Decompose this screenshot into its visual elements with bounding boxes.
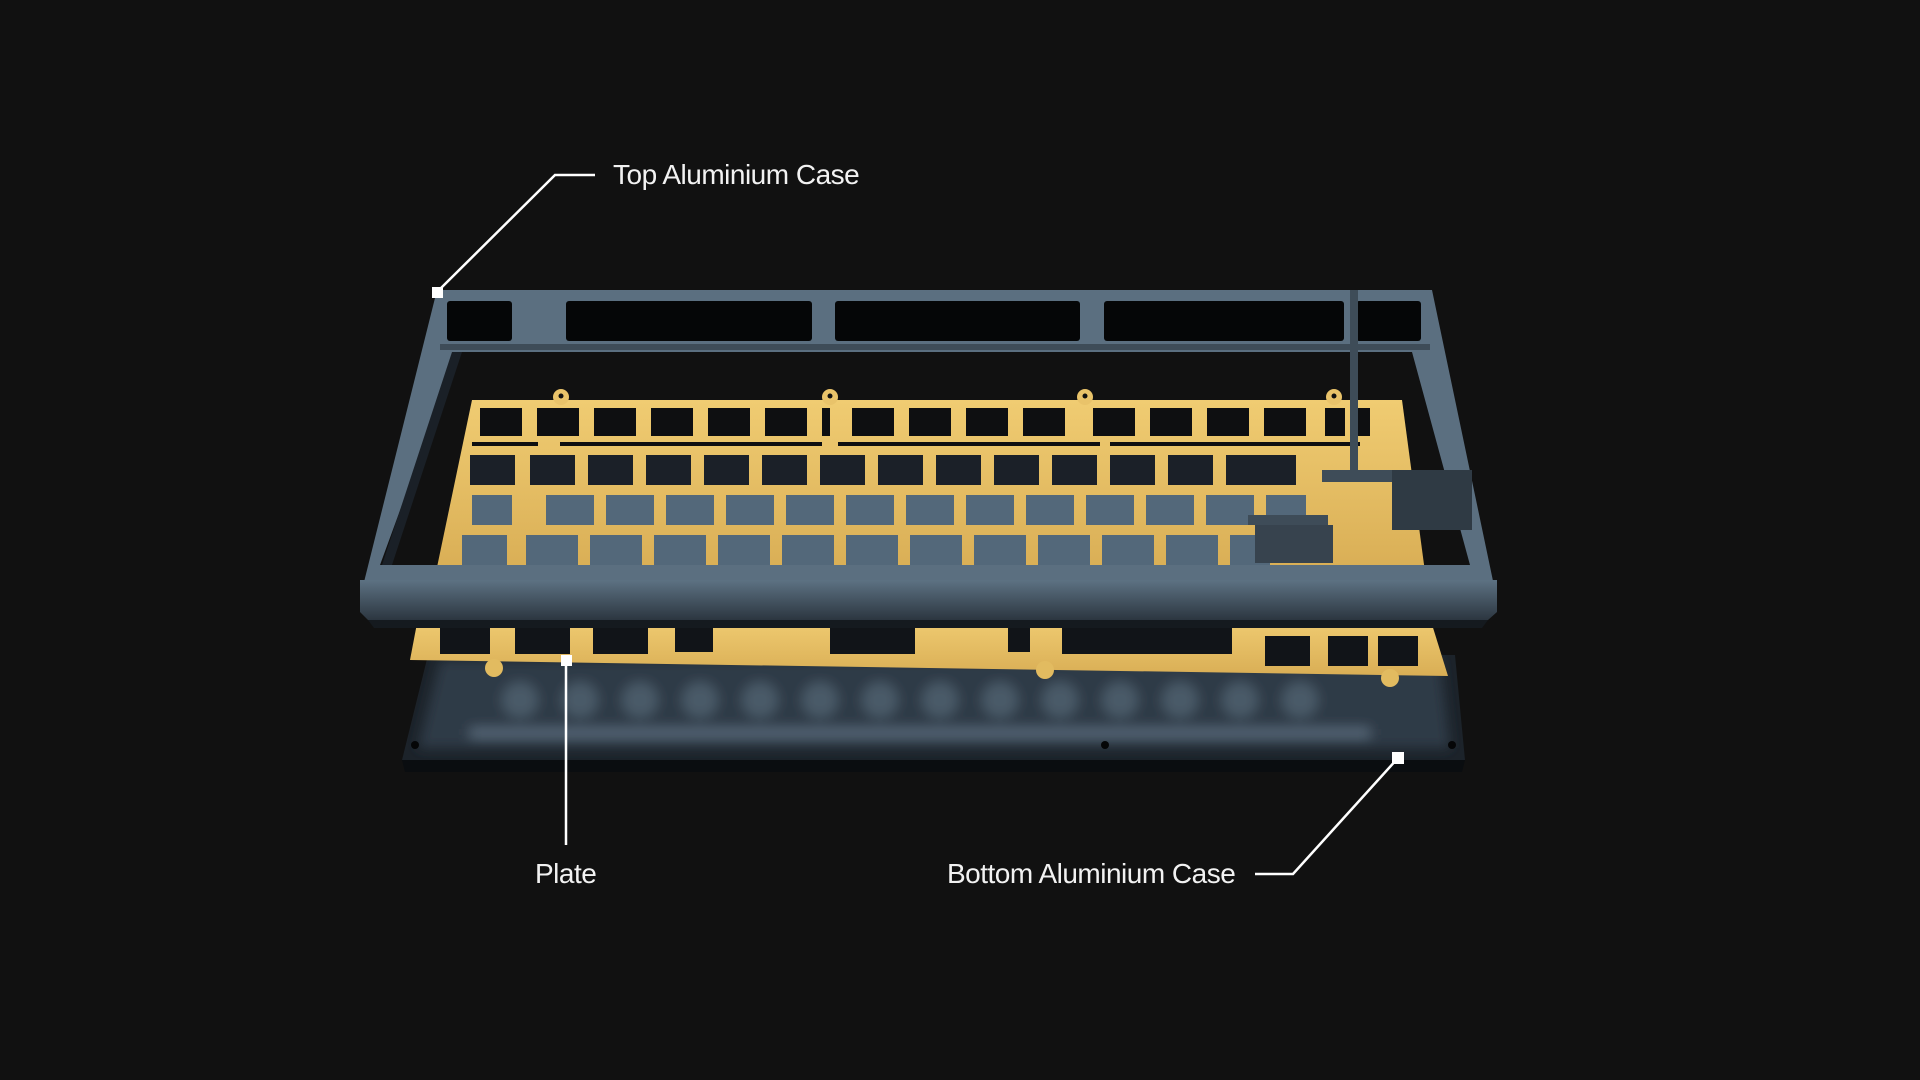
plate-lower: [410, 618, 1448, 687]
callout-line-bottom: [1255, 757, 1399, 876]
callout-line-top: [436, 173, 595, 293]
callout-marker-bottom: [1392, 752, 1404, 764]
top-aluminium-case-label: Top Aluminium Case: [613, 159, 860, 190]
top-aluminium-case: [360, 290, 1497, 628]
callout-marker-top: [432, 287, 443, 298]
plate-label: Plate: [535, 858, 597, 889]
bottom-aluminium-case: [402, 655, 1465, 772]
callout-marker-plate: [561, 655, 572, 666]
callout-lines: [436, 173, 1399, 876]
bottom-aluminium-case-label: Bottom Aluminium Case: [947, 858, 1236, 889]
